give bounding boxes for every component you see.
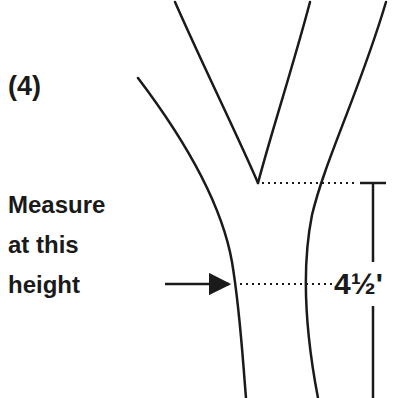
trunk-left-edge (138, 78, 246, 398)
pointer-arrow (165, 283, 229, 286)
branch-right-inner (258, 2, 310, 183)
fork-level-line (262, 182, 356, 184)
step-number: (4) (8, 66, 88, 106)
trunk-right-edge (306, 2, 386, 398)
instruction-note: Measure at this height (8, 185, 130, 305)
branch-left-inner (175, 2, 258, 183)
dimension-label: 4½' (334, 262, 400, 306)
measure-level-line (240, 283, 332, 285)
